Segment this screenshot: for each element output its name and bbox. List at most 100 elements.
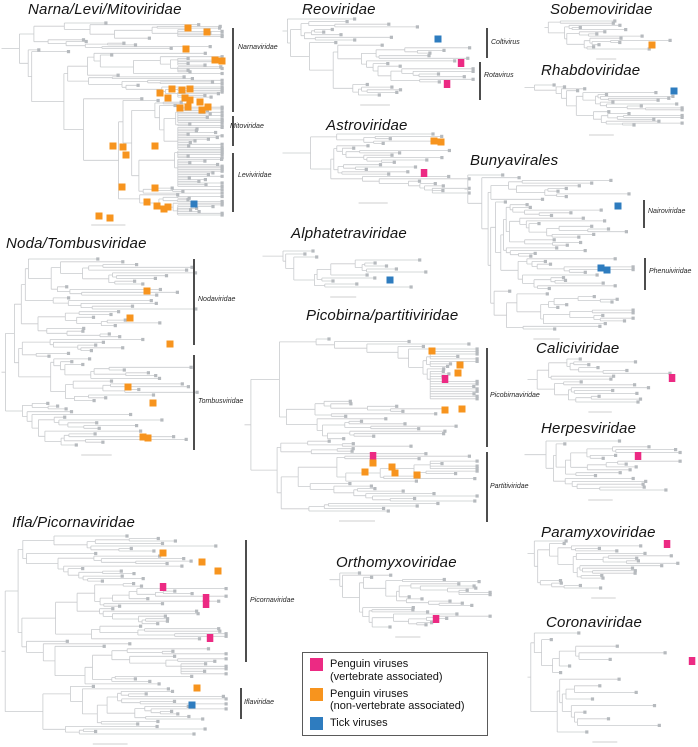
virus-marker bbox=[634, 452, 642, 460]
clade-bracket-partitiviridae bbox=[486, 452, 488, 522]
virus-marker bbox=[109, 142, 117, 150]
clade-bracket-nodaviridae bbox=[193, 259, 195, 345]
virus-marker bbox=[95, 212, 103, 220]
virus-marker bbox=[437, 138, 445, 146]
clade-label-rotavirus: Rotavirus bbox=[484, 72, 514, 79]
phylo-tree-bunyavirales bbox=[464, 173, 635, 340]
virus-marker bbox=[178, 86, 186, 94]
legend-item-penguin-vertebrate: Penguin viruses (vertebrate associated) bbox=[310, 658, 480, 683]
legend-label-line2: (vertebrate associated) bbox=[330, 670, 443, 683]
panel-title-bunyavirales: Bunyavirales bbox=[470, 152, 559, 169]
virus-marker bbox=[203, 28, 211, 36]
virus-marker bbox=[143, 198, 151, 206]
phylo-tree-orthomyxoviridae bbox=[329, 571, 492, 638]
phylo-tree-alphatetraviridae bbox=[262, 249, 428, 298]
virus-marker bbox=[143, 287, 151, 295]
clade-label-mitoviridae: Mitoviridae bbox=[230, 123, 264, 130]
clade-label-coltivirus: Coltivirus bbox=[491, 39, 520, 46]
clade-label-partitiviridae: Partitiviridae bbox=[490, 483, 529, 490]
virus-marker bbox=[413, 471, 421, 479]
virus-marker bbox=[176, 104, 184, 112]
phylo-tree-astroviridae bbox=[282, 132, 471, 204]
virus-marker bbox=[144, 434, 152, 442]
virus-marker bbox=[182, 45, 190, 53]
virus-marker bbox=[441, 406, 449, 414]
virus-marker bbox=[181, 94, 189, 102]
clade-label-nodaviridae: Nodaviridae bbox=[198, 296, 236, 303]
virus-marker bbox=[151, 184, 159, 192]
virus-marker bbox=[168, 85, 176, 93]
virus-marker bbox=[456, 361, 464, 369]
phylo-tree-paramyxoviridae bbox=[527, 539, 680, 599]
virus-marker bbox=[663, 540, 671, 548]
legend-swatch-penguin-vertebrate-icon bbox=[310, 658, 323, 671]
phylo-tree-ifla-picornaviridae bbox=[1, 534, 228, 745]
virus-marker bbox=[457, 59, 465, 67]
phylo-tree-herpesviridae bbox=[524, 439, 682, 501]
legend-label-line1: Penguin viruses bbox=[330, 687, 409, 700]
virus-marker bbox=[186, 96, 194, 104]
clade-bracket-iflaviridae bbox=[240, 688, 242, 719]
virus-marker bbox=[458, 405, 466, 413]
clade-bracket-tombusviridae bbox=[193, 355, 195, 450]
clade-bracket-nairoviridae bbox=[643, 200, 645, 228]
virus-marker bbox=[122, 151, 130, 159]
virus-marker bbox=[369, 452, 377, 460]
virus-marker bbox=[211, 56, 219, 64]
phylo-tree-noda-tombusviridae bbox=[1, 257, 199, 456]
virus-marker bbox=[193, 684, 201, 692]
virus-marker bbox=[198, 558, 206, 566]
clade-bracket-rotavirus bbox=[479, 62, 481, 100]
virus-marker bbox=[597, 264, 605, 272]
virus-marker bbox=[119, 143, 127, 151]
panel-title-herpesviridae: Herpesviridae bbox=[541, 420, 637, 437]
clade-label-narnaviridae: Narnaviridae bbox=[238, 44, 278, 51]
virus-marker bbox=[202, 594, 210, 602]
virus-marker bbox=[369, 459, 377, 467]
virus-marker bbox=[648, 41, 656, 49]
virus-marker bbox=[139, 433, 147, 441]
virus-marker bbox=[149, 399, 157, 407]
virus-marker bbox=[184, 103, 192, 111]
panel-title-rhabdoviridae: Rhabdoviridae bbox=[541, 62, 641, 79]
virus-marker bbox=[196, 98, 204, 106]
clade-label-picobirnaviridae: Picobirnaviridae bbox=[490, 392, 540, 399]
virus-marker bbox=[214, 567, 222, 575]
legend-swatch-tick-icon bbox=[310, 717, 323, 730]
virus-marker bbox=[204, 103, 212, 111]
clade-label-picornaviridae: Picornaviridae bbox=[250, 597, 295, 604]
phylo-tree-rhabdoviridae bbox=[524, 83, 684, 136]
clade-label-phenuiviridae: Phenuiviridae bbox=[649, 268, 692, 275]
virus-marker bbox=[126, 314, 134, 322]
clade-label-nairoviridae: Nairoviridae bbox=[648, 208, 686, 215]
virus-marker bbox=[434, 35, 442, 43]
virus-marker bbox=[432, 615, 440, 623]
panel-title-paramyxoviridae: Paramyxoviridae bbox=[541, 524, 656, 541]
virus-marker bbox=[164, 94, 172, 102]
virus-marker bbox=[166, 340, 174, 348]
virus-marker bbox=[668, 374, 676, 382]
phylo-tree-narna bbox=[1, 21, 226, 226]
virus-marker bbox=[670, 87, 678, 95]
virus-marker bbox=[159, 583, 167, 591]
virus-marker bbox=[603, 266, 611, 274]
legend-swatch-penguin-nonvertebrate-icon bbox=[310, 687, 323, 701]
phylo-tree-coronaviridae bbox=[527, 631, 696, 743]
virus-marker bbox=[159, 549, 167, 557]
virus-marker bbox=[198, 106, 206, 114]
legend-item-tick-viruses: Tick viruses bbox=[310, 717, 480, 730]
phylo-tree-reoviridae bbox=[282, 17, 475, 106]
phylo-tree-sobemoviridae bbox=[544, 19, 672, 60]
legend-label-line2: (non-vertebrate associated) bbox=[330, 700, 465, 712]
clade-bracket-coltivirus bbox=[486, 28, 488, 58]
clade-bracket-picornaviridae bbox=[245, 540, 247, 662]
phylo-tree-caliciviridae bbox=[527, 357, 676, 413]
clade-label-tombusviridae: Tombusviridae bbox=[198, 398, 244, 405]
clade-label-iflaviridae: Iflaviridae bbox=[244, 699, 274, 706]
legend-label-line1: Tick viruses bbox=[330, 717, 388, 729]
virus-marker bbox=[430, 137, 438, 145]
virus-marker bbox=[428, 347, 436, 355]
clade-bracket-phenuiviridae bbox=[644, 258, 646, 290]
virus-marker bbox=[688, 657, 696, 665]
virus-marker bbox=[420, 169, 428, 177]
